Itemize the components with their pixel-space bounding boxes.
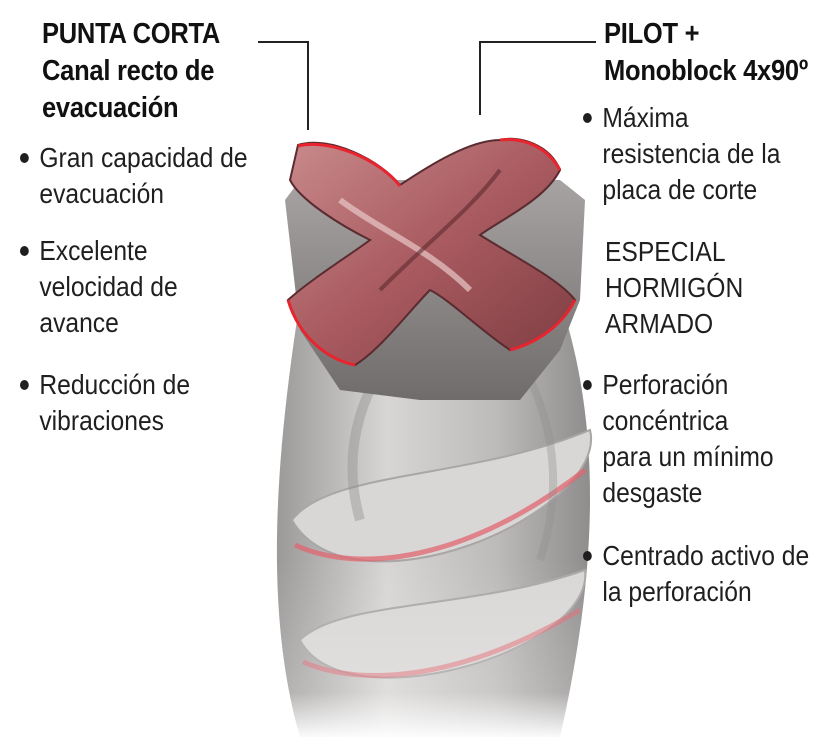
drill-shank: [260, 300, 620, 737]
bullet-text: Centrado activo de: [602, 540, 810, 571]
bullet-dot: [20, 380, 29, 390]
bullet-text: evacuación: [39, 178, 165, 209]
bullet-text: vibraciones: [39, 405, 165, 436]
bullet-text: Máxima: [602, 102, 689, 133]
left-bullet-1: Gran capacidad de evacuación: [20, 140, 279, 212]
special-text: ESPECIAL: [605, 236, 726, 267]
left-bullet-3: Reducción de vibraciones: [20, 367, 213, 439]
bullet-dot: [583, 551, 592, 561]
bullet-dot: [583, 380, 592, 390]
leader-line-right: [479, 41, 596, 115]
bullet-text: avance: [39, 307, 119, 338]
bullet-dot: [20, 246, 29, 256]
right-heading: PILOT + Monoblock 4x90º: [604, 16, 808, 90]
right-bullet-3: Centrado activo de la perforación: [583, 538, 840, 610]
bullet-text: la perforación: [602, 576, 752, 607]
special-text: ARMADO: [605, 308, 714, 339]
bullet-text: Gran capacidad de: [39, 142, 248, 173]
right-bullet-1: Máxima resistencia de la placa de corte: [583, 100, 807, 208]
bullet-text: placa de corte: [602, 174, 758, 205]
right-bullet-2: Perforación concéntrica para un mínimo d…: [583, 367, 800, 511]
special-text: HORMIGÓN: [605, 272, 744, 303]
special-note: ESPECIAL HORMIGÓN ARMADO: [605, 234, 762, 342]
left-heading: PUNTA CORTA Canal recto de evacuación: [42, 16, 220, 127]
bullet-dot: [583, 113, 592, 123]
left-heading-line: evacuación: [42, 92, 179, 124]
bullet-dot: [20, 153, 29, 163]
bullet-text: concéntrica: [602, 405, 729, 436]
right-heading-line: Monoblock 4x90º: [604, 55, 808, 87]
left-bullet-2: Excelente velocidad de avance: [20, 233, 199, 341]
bullet-text: resistencia de la: [602, 138, 781, 169]
bullet-text: velocidad de: [39, 271, 178, 302]
leader-line-left: [258, 41, 309, 130]
right-heading-line: PILOT +: [604, 18, 700, 50]
right-panel: PILOT + Monoblock 4x90º: [604, 16, 836, 90]
left-panel: PUNTA CORTA Canal recto de evacuación: [42, 16, 244, 127]
bullet-text: desgaste: [602, 477, 703, 508]
bullet-text: Excelente: [39, 235, 148, 266]
left-heading-line: Canal recto de: [42, 55, 215, 87]
drill-head: [285, 137, 585, 400]
bullet-text: para un mínimo: [602, 441, 774, 472]
left-heading-line: PUNTA CORTA: [42, 18, 221, 50]
bullet-text: Perforación: [602, 369, 729, 400]
bullet-text: Reducción de: [39, 369, 191, 400]
